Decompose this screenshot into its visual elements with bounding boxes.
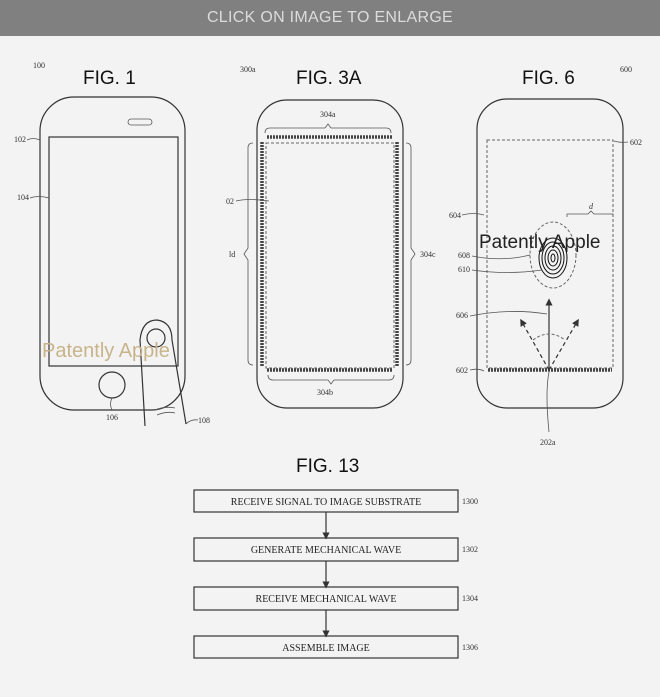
step-ref: 1300	[462, 497, 478, 506]
ref-604: 604	[449, 211, 461, 220]
ref-106: 106	[106, 413, 118, 422]
ref-304b: 304b	[317, 388, 333, 397]
sensing-area	[486, 139, 614, 369]
step-label: GENERATE MECHANICAL WAVE	[251, 545, 401, 556]
watermark: Patently Apple	[42, 340, 170, 362]
ref-606: 606	[456, 311, 468, 320]
ref-608: 608	[458, 251, 470, 260]
finger	[139, 319, 187, 427]
fig-6-title: FIG. 6	[522, 68, 575, 89]
ref-602-top: 602	[630, 138, 642, 147]
speaker-slot	[127, 118, 153, 126]
ref-610: 610	[458, 265, 470, 274]
step-label: ASSEMBLE IMAGE	[282, 643, 370, 654]
fingerprint-region	[529, 221, 577, 289]
step-ref: 1306	[462, 643, 478, 652]
ref-300a: 300a	[240, 65, 256, 74]
ref-304c: 304c	[420, 250, 436, 259]
watermark: Patently Apple	[479, 232, 600, 253]
ref-304a: 304a	[320, 110, 336, 119]
step-label: RECEIVE MECHANICAL WAVE	[256, 594, 397, 605]
fig-3a-title: FIG. 3A	[296, 68, 362, 89]
phone-outline	[39, 96, 186, 411]
fingerprint-icon	[538, 237, 568, 279]
flow-step: ASSEMBLE IMAGE 1306	[193, 635, 478, 659]
fig-13-flowchart: FIG. 13 RECEIVE SIGNAL TO IMAGE SUBSTRAT…	[193, 456, 478, 659]
fig-1-title: FIG. 1	[83, 68, 136, 89]
ref-602-bottom: 602	[456, 366, 468, 375]
step-ref: 1304	[462, 594, 478, 603]
phone-outline	[256, 99, 404, 409]
fig-6: FIG. 6 600 602 602 604 d 608 610 606 202…	[449, 65, 642, 447]
ref-100: 100	[33, 61, 45, 70]
fig-13-title: FIG. 13	[296, 456, 359, 477]
step-ref: 1302	[462, 545, 478, 554]
fig-3a: FIG. 3A 300a 304a 304b ld 02 304c	[226, 65, 436, 409]
home-button	[98, 371, 126, 399]
enlarge-image-banner[interactable]: CLICK ON IMAGE TO ENLARGE	[0, 0, 660, 36]
ref-d: d	[589, 202, 594, 211]
ref-102: 102	[14, 135, 26, 144]
phone-outline	[476, 98, 624, 409]
ref-108: 108	[198, 416, 210, 425]
step-label: RECEIVE SIGNAL TO IMAGE SUBSTRATE	[231, 497, 421, 508]
ref-02: 02	[226, 197, 234, 206]
flow-step: GENERATE MECHANICAL WAVE 1302	[193, 537, 478, 562]
flow-step: RECEIVE SIGNAL TO IMAGE SUBSTRATE 1300	[193, 489, 478, 513]
flow-step: RECEIVE MECHANICAL WAVE 1304	[193, 586, 478, 611]
ref-202a: 202a	[540, 438, 556, 447]
ref-600: 600	[620, 65, 632, 74]
ref-104: 104	[17, 193, 29, 202]
screen	[48, 136, 179, 367]
ref-ld: ld	[229, 250, 235, 259]
sensing-area	[265, 142, 395, 369]
fig-1: FIG. 1 100 102 104 106 108 Patently Appl…	[14, 61, 210, 427]
